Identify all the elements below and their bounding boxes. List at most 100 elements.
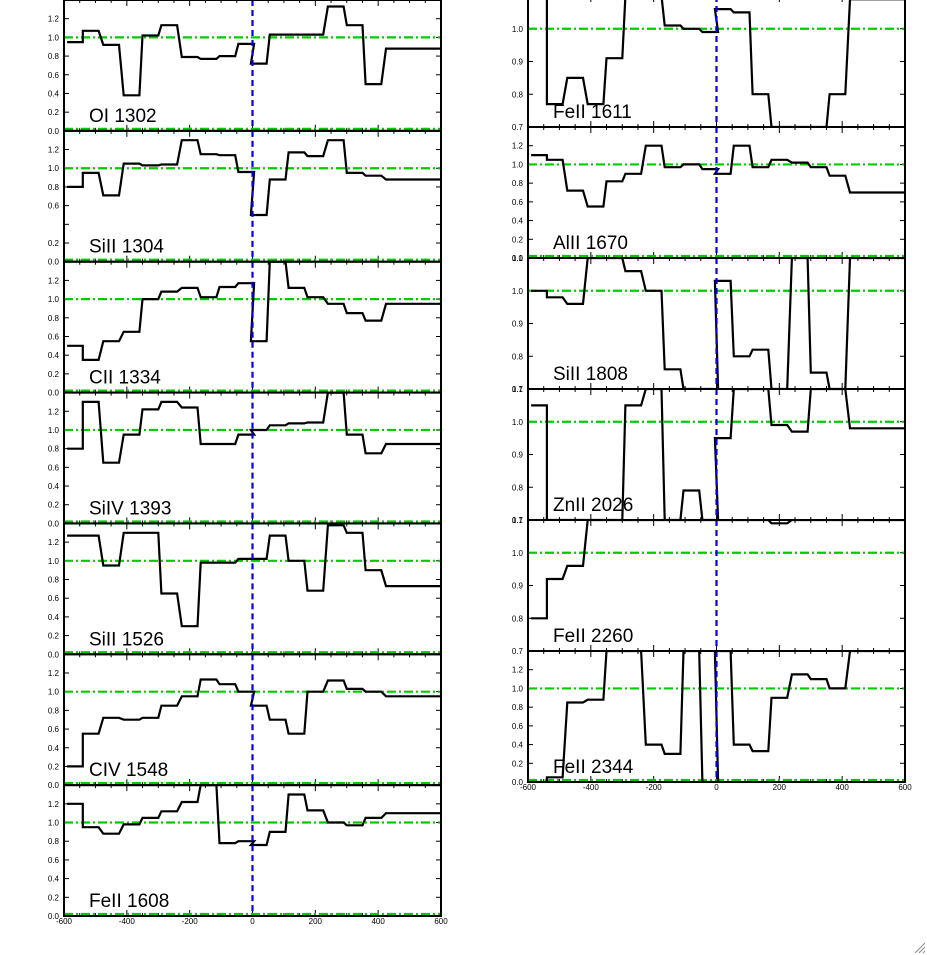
y-tick-label: 0.8	[512, 703, 524, 712]
y-tick-label: 0.2	[48, 501, 60, 510]
y-tick-label: 0.8	[512, 90, 524, 99]
spectrum-line	[67, 524, 441, 628]
y-tick-label: 0.6	[48, 71, 60, 80]
y-tick-label: 0.7	[512, 647, 524, 656]
spectrum-line	[67, 261, 441, 361]
y-tick-label: 1.0	[48, 164, 60, 173]
y-tick-label: 0.4	[48, 613, 60, 622]
y-tick-label: 1.2	[48, 538, 60, 547]
panel-label: SiII 1526	[89, 629, 164, 650]
y-tick-label: 1.1	[512, 0, 524, 1]
y-tick-label: 1.0	[48, 426, 60, 435]
panel-label: SiIV 1393	[89, 498, 171, 519]
panel-label: SiII 1808	[553, 364, 628, 385]
chart-column-1: 0.0 0.2 0.4 0.6 0.8 1.0 1.2 OI 1302 0.0 0.2 0.6 0.8…	[48, 0, 448, 926]
spectrum-line	[67, 678, 441, 768]
y-tick-label: 1.0	[48, 33, 60, 42]
y-tick-label: 0.0	[48, 127, 60, 136]
y-tick-label: 0.8	[48, 576, 60, 585]
y-tick-label: 0.4	[48, 351, 60, 360]
spectrum-line	[67, 5, 441, 97]
y-tick-label: 0.8	[512, 179, 524, 188]
y-tick-label: 0.4	[512, 741, 524, 750]
y-tick-label: 1.0	[48, 819, 60, 828]
y-tick-label: 0.2	[48, 632, 60, 641]
y-tick-label: 0.7	[512, 123, 524, 132]
y-tick-label: 1.0	[48, 688, 60, 697]
panel-label: ZnII 2026	[553, 495, 633, 516]
y-tick-label: 0.6	[48, 463, 60, 472]
y-tick-label: 0.0	[48, 519, 60, 528]
y-tick-label: 0.4	[48, 482, 60, 491]
y-tick-label: 0.8	[48, 706, 60, 715]
spectrum-line	[531, 144, 905, 208]
y-tick-label: 0.8	[48, 445, 60, 454]
y-tick-label: 1.1	[512, 254, 524, 263]
y-tick-label: 1.0	[512, 418, 524, 427]
x-tick-label: 600	[434, 917, 448, 926]
y-tick-label: 0.0	[48, 912, 60, 921]
y-tick-label: 0.4	[48, 875, 60, 884]
panel-label: FeII 1608	[89, 891, 169, 912]
y-tick-label: 1.0	[512, 160, 524, 169]
y-tick-label: 1.0	[512, 684, 524, 693]
y-tick-label: 0.6	[48, 725, 60, 734]
y-tick-label: 1.2	[48, 800, 60, 809]
y-tick-label: 0.8	[48, 183, 60, 192]
y-tick-label: 0.6	[48, 594, 60, 603]
resize-grip-icon[interactable]	[913, 941, 925, 953]
y-tick-label: 0.2	[512, 759, 524, 768]
y-tick-label: 0.2	[48, 762, 60, 771]
y-tick-label: 0.6	[48, 856, 60, 865]
x-tick-label: 400	[371, 917, 385, 926]
y-tick-label: 0.8	[48, 52, 60, 61]
x-tick-label: -400	[583, 783, 600, 792]
y-tick-label: 0.4	[48, 744, 60, 753]
spectrum-line	[531, 651, 905, 782]
panel-label: CIV 1548	[89, 760, 168, 781]
y-tick-label: 0.9	[512, 320, 524, 329]
x-tick-label: -600	[520, 783, 537, 792]
y-tick-label: 1.1	[512, 516, 524, 525]
y-tick-label: 0.2	[48, 108, 60, 117]
y-tick-label: 0.0	[48, 781, 60, 790]
y-tick-label: 0.2	[48, 893, 60, 902]
panel-label: AlII 1670	[553, 233, 628, 254]
y-tick-label: 0.9	[512, 451, 524, 460]
y-tick-label: 1.0	[48, 557, 60, 566]
y-tick-label: 0.8	[512, 483, 524, 492]
x-tick-label: 200	[773, 783, 787, 792]
panel-label: FeII 2344	[553, 757, 634, 778]
panel-2-4: 0.7 0.8 0.9 1.0 1.1 ZnII 2026	[512, 385, 906, 525]
y-tick-label: 0.0	[512, 778, 524, 787]
panel-label: FeII 2260	[553, 626, 633, 647]
y-tick-label: 1.2	[48, 669, 60, 678]
y-tick-label: 1.2	[48, 276, 60, 285]
y-tick-label: 1.0	[512, 549, 524, 558]
y-tick-label: 1.2	[48, 407, 60, 416]
panel-frame	[63, 784, 442, 918]
y-tick-label: 0.8	[48, 837, 60, 846]
panel-label: FeII 1611	[553, 102, 632, 123]
x-tick-label: 400	[835, 783, 849, 792]
y-tick-label: 0.7	[512, 516, 524, 525]
y-tick-label: 0.6	[48, 332, 60, 341]
y-tick-label: 0.0	[48, 650, 60, 659]
y-tick-label: 1.2	[48, 15, 60, 24]
y-tick-label: 1.0	[512, 25, 524, 34]
x-tick-label: -200	[182, 917, 199, 926]
y-tick-label: 0.2	[512, 235, 524, 244]
y-tick-label: 1.2	[512, 666, 524, 675]
panel-label: CII 1334	[89, 368, 161, 389]
x-tick-label: -200	[646, 783, 663, 792]
y-tick-label: 0.0	[48, 258, 60, 267]
panel-label: OI 1302	[89, 106, 157, 127]
